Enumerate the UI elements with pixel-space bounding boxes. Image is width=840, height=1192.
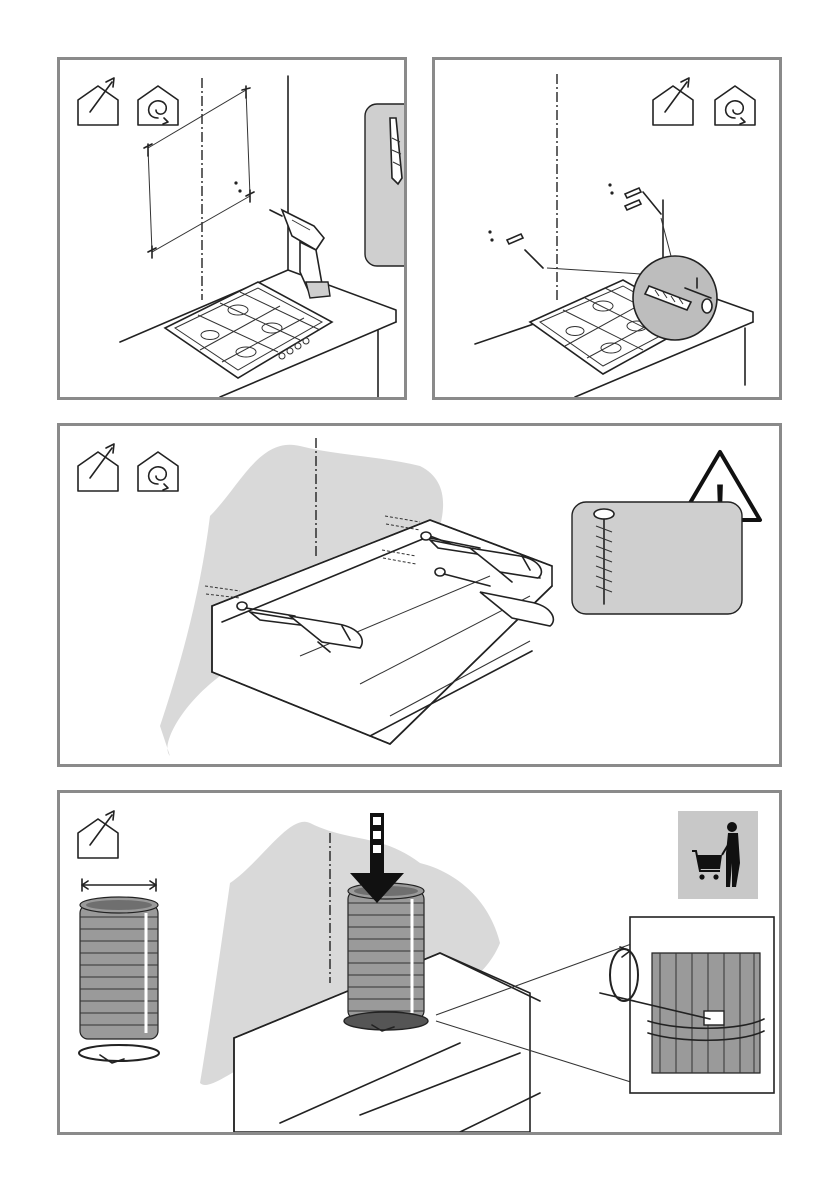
- ducted-mode-icon: [653, 78, 693, 125]
- flexible-duct: [79, 879, 159, 1063]
- panel-wall-drilling: [57, 57, 407, 400]
- power-drill: [270, 210, 330, 298]
- ducted-mode-icon: [78, 444, 118, 491]
- recirculation-mode-icon: [138, 86, 178, 125]
- panel-hood-fixing: !: [57, 423, 782, 767]
- ducted-mode-icon: [78, 78, 118, 125]
- screw-callout: [572, 502, 742, 614]
- duct-on-outlet: [344, 883, 428, 1031]
- recirculation-mode-icon: [715, 86, 755, 125]
- gas-hob: [165, 282, 332, 378]
- fixings-callout: [365, 104, 404, 266]
- panel-wall-plugs-screws: [432, 57, 782, 400]
- recirculation-mode-icon: [138, 452, 178, 491]
- ducted-mode-icon: [78, 811, 118, 858]
- panel-duct-connection: [57, 790, 782, 1135]
- purchase-separately-icon: [678, 811, 758, 899]
- hood-fixing-illustration: !: [60, 426, 779, 764]
- wall-plugs: [507, 188, 661, 268]
- duct-illustration: [60, 793, 779, 1132]
- plugs-illustration: [435, 60, 779, 397]
- drilling-illustration: [60, 60, 404, 397]
